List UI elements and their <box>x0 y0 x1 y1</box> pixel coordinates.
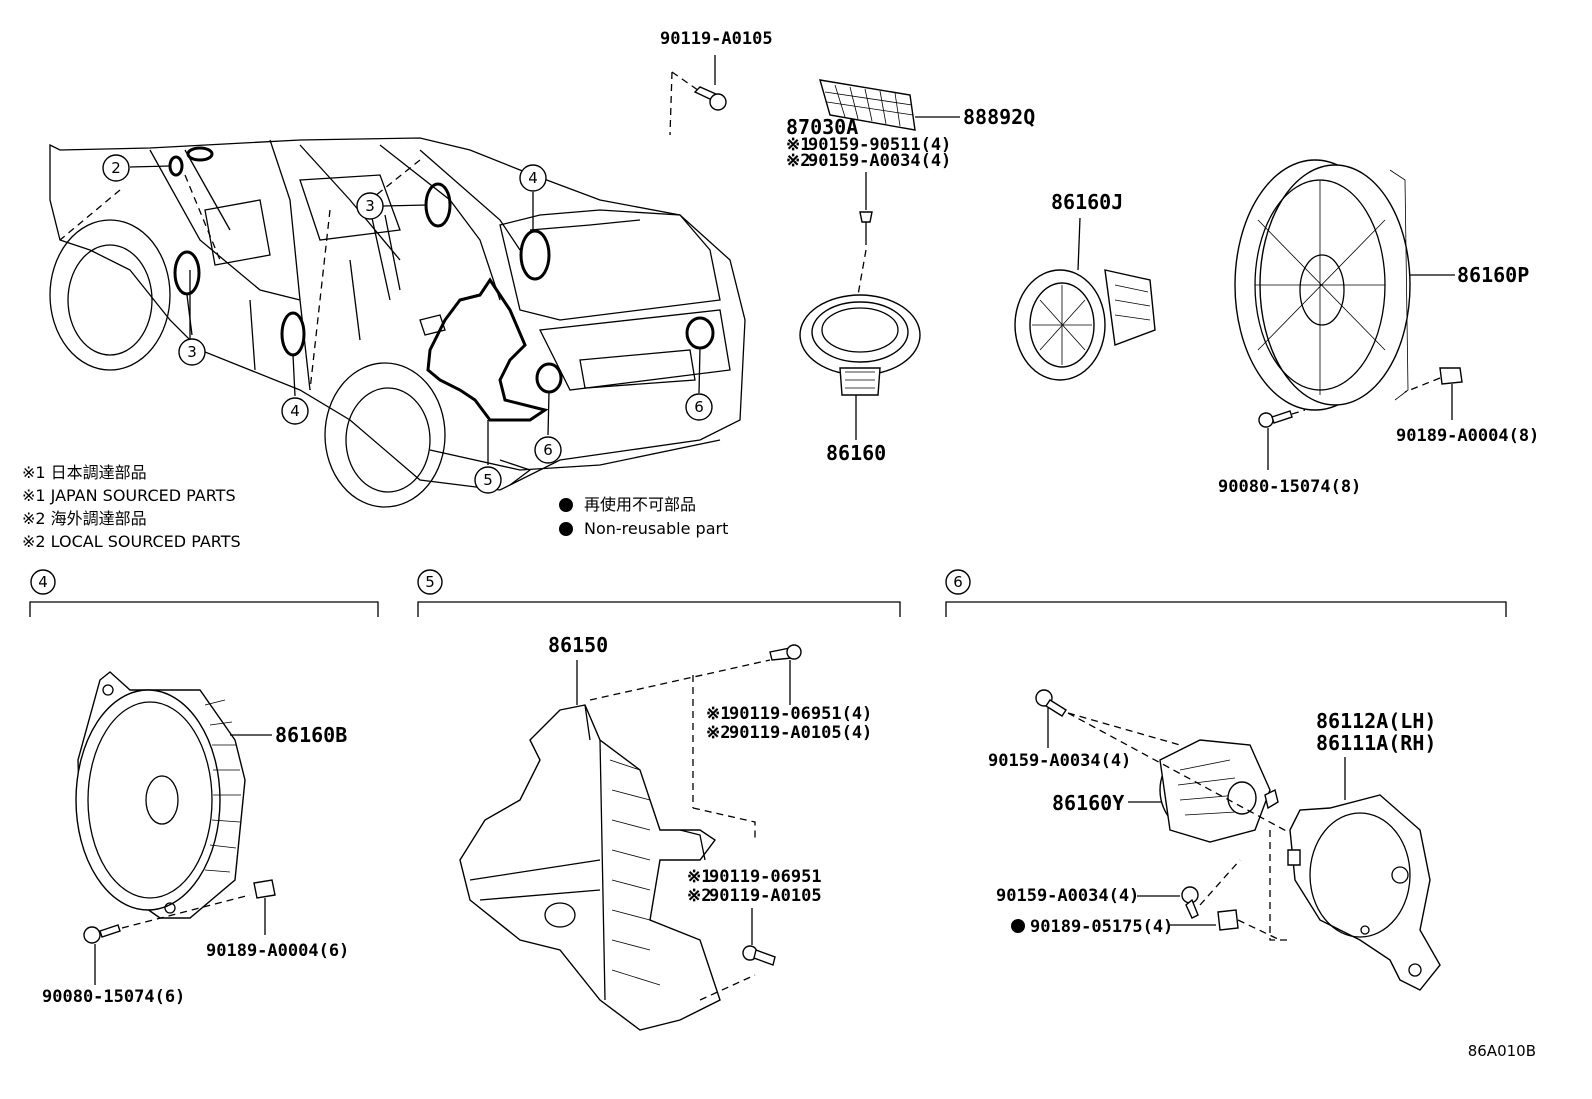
svg-text:90159-A0034(4): 90159-A0034(4) <box>996 886 1139 906</box>
svg-text:90119-A0105: 90119-A0105 <box>660 29 773 49</box>
part-90159-A0034-lower: 90159-A0034(4) <box>996 830 1290 941</box>
callout-5: 5 <box>474 466 502 494</box>
svg-text:※2: ※2 <box>687 886 711 906</box>
part-86150-subwoofer-box: 86150 ※1 90119-06951(4) ※2 90119-A0105(4… <box>459 633 872 1031</box>
callout-4-lower: 4 <box>281 397 309 425</box>
svg-text:90189-05175(4): 90189-05175(4) <box>1030 917 1173 937</box>
legend-label-en: Non-reusable part <box>584 519 728 538</box>
svg-text:4: 4 <box>290 402 300 420</box>
part-86112A-bracket: 86112A(LH) 86111A(RH) <box>1287 709 1441 991</box>
svg-text:90119-06951(4): 90119-06951(4) <box>729 704 872 724</box>
note-local-jp: ※2 海外調達部品 <box>22 509 147 528</box>
svg-text:87030A: 87030A <box>786 115 858 139</box>
svg-text:※2: ※2 <box>786 151 810 171</box>
svg-text:90080-15074(8): 90080-15074(8) <box>1218 477 1361 497</box>
part-86160B: 86160B 90189-A0004(6) 90080-15074(6) <box>42 671 349 1007</box>
svg-text:※1: ※1 <box>687 867 711 887</box>
svg-text:90119-A0105: 90119-A0105 <box>709 886 822 906</box>
callout-4-upper: 4 <box>519 164 547 192</box>
section-5-header: 5 <box>417 569 901 617</box>
callout-3-upper: 3 <box>356 192 384 220</box>
svg-text:86150: 86150 <box>548 633 608 657</box>
svg-text:86160B: 86160B <box>275 723 347 747</box>
figure-id: 86A010B <box>1468 1042 1536 1060</box>
svg-text:6: 6 <box>953 573 963 591</box>
part-86160P: 86160P 90189-A0004(8) 90080-15074(8) <box>1218 159 1539 497</box>
section-6-header: 6 <box>945 569 1507 617</box>
part-90159-A0034-upper: 90159-A0034(4) <box>988 689 1291 834</box>
svg-text:※2: ※2 <box>706 723 730 743</box>
svg-text:86160Y: 86160Y <box>1052 791 1124 815</box>
non-reusable-dot-icon <box>559 498 573 512</box>
svg-text:86111A(RH): 86111A(RH) <box>1316 731 1436 755</box>
svg-text:90080-15074(6): 90080-15074(6) <box>42 987 185 1007</box>
svg-text:2: 2 <box>111 159 121 177</box>
note-local-en: ※2 LOCAL SOURCED PARTS <box>22 532 241 551</box>
svg-text:3: 3 <box>365 197 375 215</box>
svg-text:90119-06951: 90119-06951 <box>709 867 822 887</box>
svg-text:86160P: 86160P <box>1457 263 1529 287</box>
part-86160Y-speaker: 86160Y <box>1052 739 1279 843</box>
svg-text:86160: 86160 <box>826 441 886 465</box>
legend-label-jp: 再使用不可部品 <box>584 495 696 514</box>
svg-text:86112A(LH): 86112A(LH) <box>1316 709 1436 733</box>
sourcing-notes: ※1 日本調達部品 ※1 JAPAN SOURCED PARTS ※2 海外調達… <box>22 463 241 551</box>
svg-text:4: 4 <box>38 573 48 591</box>
note-japan-en: ※1 JAPAN SOURCED PARTS <box>22 486 236 505</box>
section-4-header: 4 <box>29 569 379 617</box>
svg-text:6: 6 <box>543 441 553 459</box>
svg-text:90159-A0034(4): 90159-A0034(4) <box>988 751 1131 771</box>
svg-text:3: 3 <box>187 343 197 361</box>
legend: 再使用不可部品 Non-reusable part <box>559 495 728 538</box>
svg-text:5: 5 <box>483 471 493 489</box>
vehicle-illustration: 2 3 3 4 4 5 6 6 <box>49 137 746 508</box>
callout-6-right: 6 <box>685 393 713 421</box>
svg-text:※1: ※1 <box>706 704 730 724</box>
non-reusable-dot-icon <box>1011 919 1025 933</box>
svg-text:6: 6 <box>694 398 704 416</box>
callout-2: 2 <box>102 154 130 182</box>
svg-text:90189-A0004(8): 90189-A0004(8) <box>1396 426 1539 446</box>
part-86160J: 86160J <box>1014 190 1156 381</box>
svg-text:※1: ※1 <box>786 135 810 155</box>
svg-text:90159-90511(4): 90159-90511(4) <box>808 135 951 155</box>
svg-text:4: 4 <box>528 169 538 187</box>
callout-6-left: 6 <box>534 436 562 464</box>
svg-text:90119-A0105(4): 90119-A0105(4) <box>729 723 872 743</box>
part-90119-A0105-top: 90119-A0105 <box>660 29 773 136</box>
callout-3-lower: 3 <box>178 338 206 366</box>
part-87030A: 87030A ※1 90159-90511(4) ※2 90159-A0034(… <box>786 115 951 296</box>
non-reusable-dot-icon <box>559 522 573 536</box>
part-88892Q-grille: 88892Q <box>819 79 1035 131</box>
svg-text:90189-A0004(6): 90189-A0004(6) <box>206 941 349 961</box>
svg-text:88892Q: 88892Q <box>963 105 1035 129</box>
note-japan-jp: ※1 日本調達部品 <box>22 463 147 482</box>
part-86160: 86160 <box>799 294 921 465</box>
svg-text:5: 5 <box>425 573 435 591</box>
part-90189-05175-clip: 90189-05175(4) <box>1011 909 1281 941</box>
svg-text:86160J: 86160J <box>1051 190 1123 214</box>
svg-text:90159-A0034(4): 90159-A0034(4) <box>808 151 951 171</box>
